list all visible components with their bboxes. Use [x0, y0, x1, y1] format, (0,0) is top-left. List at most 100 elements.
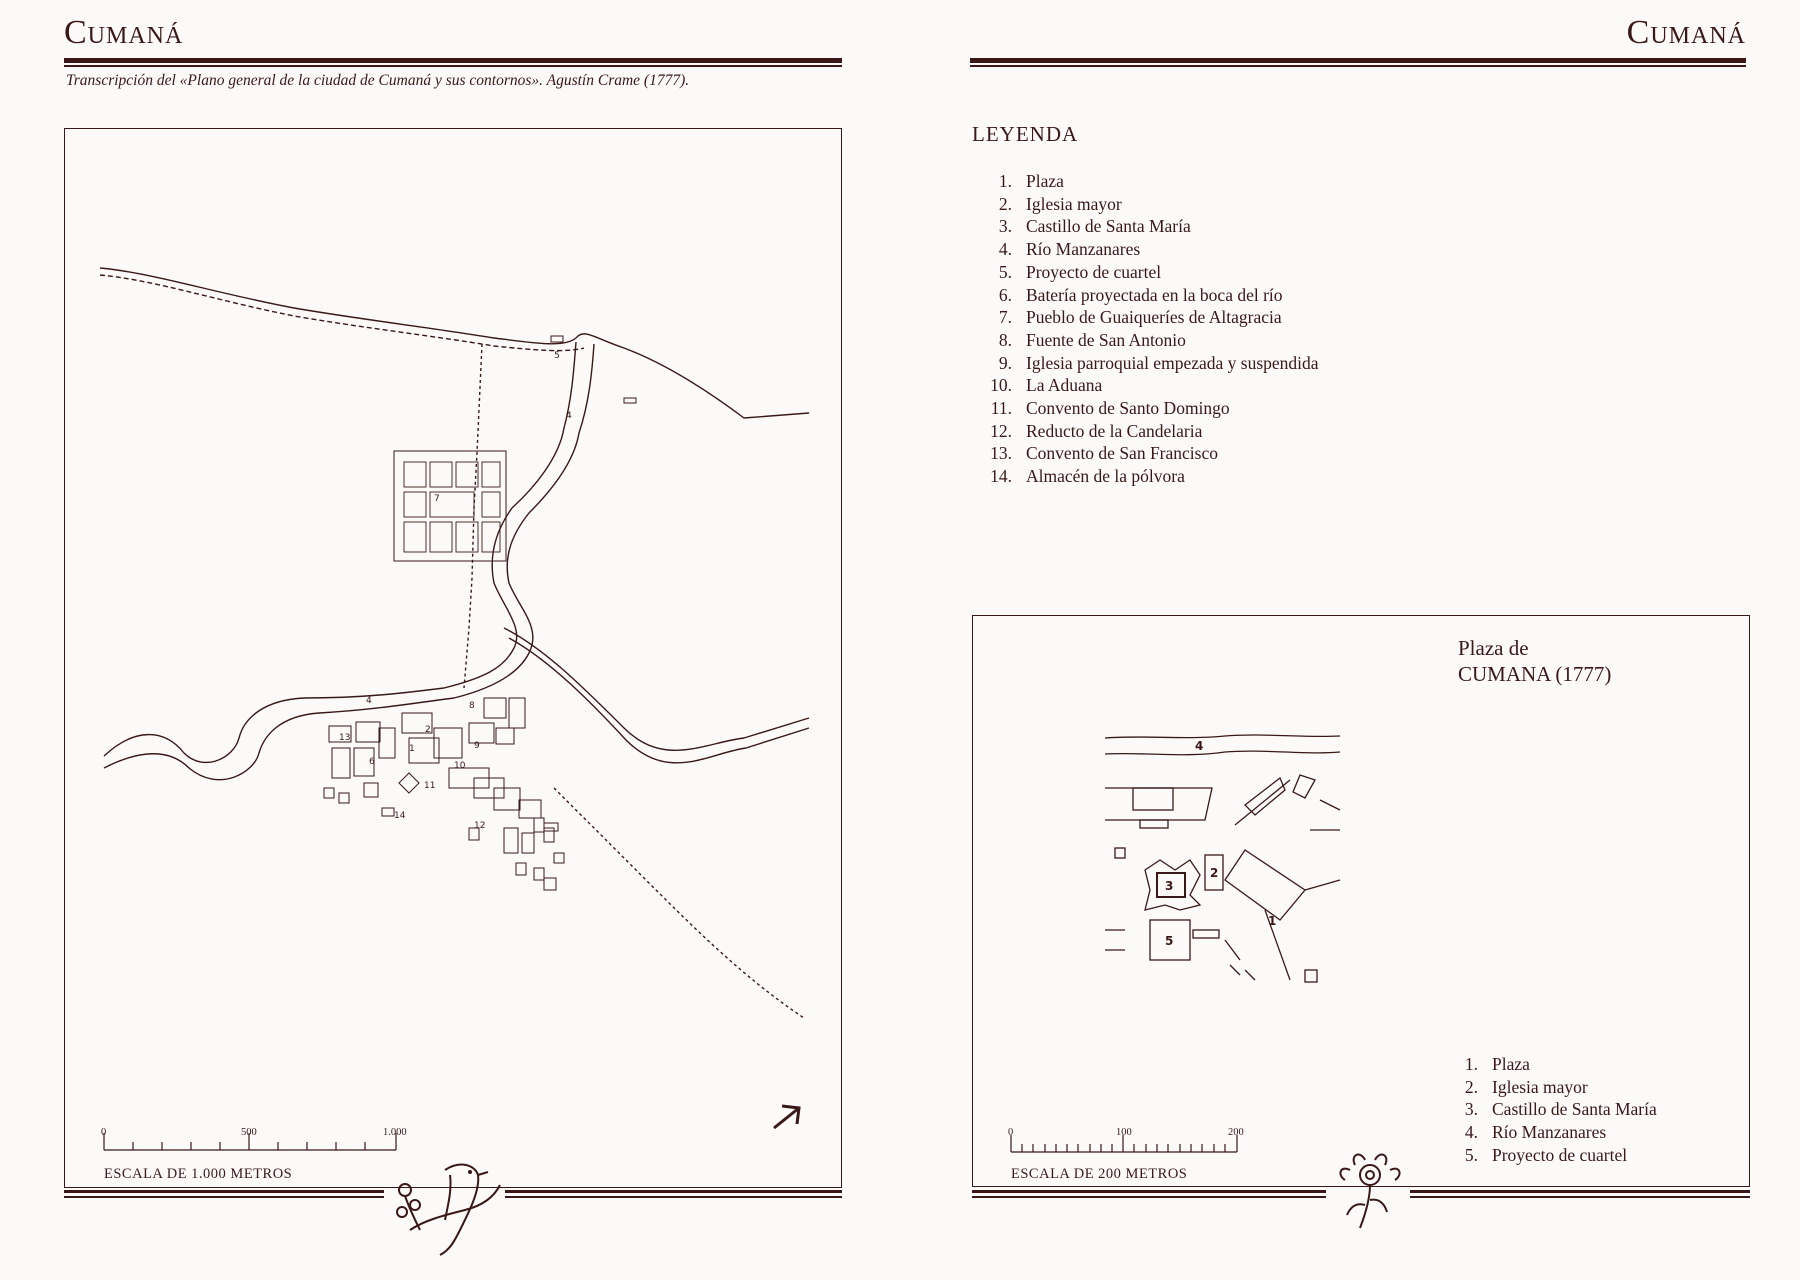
legend-item: 14.Almacén de la pólvora	[970, 465, 1370, 488]
battery-6	[550, 335, 564, 343]
river-manzanares-bank-a	[443, 341, 577, 689]
legend-item-text: Reducto de la Candelaria	[1026, 420, 1203, 441]
inset-legend-number: 1.	[1464, 1054, 1478, 1074]
right-footer-rule-right	[1410, 1190, 1750, 1193]
inset-legend-list: 1.Plaza 2.Iglesia mayor 3.Castillo de Sa…	[1440, 1053, 1700, 1167]
legend-item: 5. Proyecto de cuartel	[970, 261, 1370, 284]
inset-legend-text: Proyecto de cuartel	[1492, 1144, 1628, 1165]
main-scale-tick-1000: 1.000	[383, 1127, 407, 1138]
left-page-header: Cumaná	[64, 14, 184, 51]
legend-item-text: Fuente de San Antonio	[1026, 329, 1186, 350]
inset-legend-item: 5.Proyecto de cuartel	[1440, 1144, 1700, 1167]
left-header-rule	[64, 58, 842, 63]
river-east-bank-a	[503, 627, 810, 751]
legend-item: 12. Reducto de la Candelaria	[970, 420, 1370, 443]
main-map: 5 4 7 4 13 1 2 6 8 10 9 12 11 14	[99, 267, 810, 1151]
flower-vignette-icon	[1339, 1153, 1401, 1229]
inset-legend-text: Plaza	[1492, 1054, 1530, 1074]
legend-item-text: Castillo de Santa María	[1026, 216, 1191, 237]
inset-title-line-2: CUMANA (1777)	[1458, 662, 1612, 686]
main-scale-label: ESCALA DE 1.000 METROS	[104, 1166, 293, 1182]
inset-legend-text: Iglesia mayor	[1492, 1076, 1588, 1097]
legend-item: 11.Convento de Santo Domingo	[970, 397, 1370, 420]
map-label-11: 10	[454, 761, 466, 771]
legend-item-text: Río Manzanares	[1026, 239, 1141, 260]
map-label-12: 12	[474, 821, 485, 831]
legend-item-number: 6.	[998, 284, 1012, 305]
right-footer-rule-left-thin	[972, 1196, 1326, 1198]
left-footer-rule-right	[505, 1190, 842, 1193]
inset-title: Plaza de CUMANA (1777)	[1458, 635, 1611, 687]
legend-item-number: 1.	[998, 171, 1012, 191]
powder-magazine	[381, 807, 395, 817]
altagracia-outline	[393, 450, 507, 562]
legend-item-number: 3.	[998, 216, 1012, 237]
inset-legend-item: 3.Castillo de Santa María	[1440, 1098, 1700, 1121]
legend-item-text: Convento de Santo Domingo	[1026, 398, 1230, 419]
main-scale-bar	[103, 1133, 397, 1151]
inset-title-line-1: Plaza de	[1458, 636, 1529, 660]
inset-label-2: 2	[1210, 866, 1218, 880]
plan-caption: Transcripción del «Plano general de la c…	[66, 72, 690, 89]
legend-item: 9.Iglesia parroquial empezada y suspendi…	[970, 352, 1370, 375]
right-footer-rule-right-thin	[1410, 1196, 1750, 1198]
legend-item: 2.Iglesia mayor	[970, 193, 1370, 216]
legend-item-number: 12.	[990, 420, 1012, 441]
inset-label-1: 1	[1268, 914, 1276, 928]
inset-legend-number: 4.	[1464, 1122, 1478, 1143]
map-label-2: 2	[425, 725, 431, 735]
coastline-dashed	[99, 274, 585, 352]
main-scale-tick-0: 0	[101, 1127, 107, 1138]
map-label-14: 14	[394, 811, 406, 821]
bird-vignette-icon	[396, 1163, 501, 1256]
map-label-5: 6	[369, 757, 375, 767]
legend-item-text: Proyecto de cuartel	[1026, 261, 1162, 282]
right-header-rule-thin	[970, 65, 1746, 67]
right-header-rule	[970, 58, 1746, 63]
legend-item-number: 10.	[990, 375, 1012, 396]
legend-title: LEYENDA	[972, 122, 1079, 146]
map-label-6: 5	[554, 351, 560, 361]
coastline	[99, 267, 810, 419]
main-map-frame	[64, 128, 842, 1188]
legend-item-number: 8.	[998, 329, 1012, 350]
legend-item-text: Iglesia parroquial empezada y suspendida	[1026, 352, 1319, 373]
inset-label-5: 5	[1165, 934, 1173, 948]
inset-legend-item: 1. Plaza	[1440, 1053, 1700, 1076]
legend-item-text: Iglesia mayor	[1026, 193, 1122, 214]
legend-item-text: Convento de San Francisco	[1026, 443, 1218, 464]
map-label-7: 7	[434, 494, 440, 504]
legend-item-number: 5.	[998, 261, 1012, 282]
legend-item: 6.Batería proyectada en la boca del río	[970, 284, 1370, 307]
inset-scale-label: ESCALA DE 200 METROS	[1011, 1166, 1188, 1182]
inset-map: 4 3 2 5 1	[1104, 734, 1341, 983]
legend-item: 4.Río Manzanares	[970, 238, 1370, 261]
left-footer-rule-left-thin	[64, 1196, 384, 1198]
legend-item: 10.La Aduana	[970, 374, 1370, 397]
river-manzanares-bank-b	[453, 343, 595, 699]
map-label-4-west: 4	[366, 696, 372, 706]
candelaria-marker	[543, 877, 557, 891]
map-label-10: 9	[474, 741, 480, 751]
legend-item: 7.Pueblo de Guaiqueríes de Altagracia	[970, 306, 1370, 329]
legend-list: 1. Plaza 2.Iglesia mayor 3. Castillo de Sa…	[970, 170, 1370, 488]
legend-item-number: 13.	[990, 443, 1012, 464]
small-building	[623, 397, 637, 404]
inset-label-3: 3	[1165, 879, 1173, 893]
inset-scale-tick-0: 0	[1008, 1127, 1014, 1138]
map-label-1: 1	[409, 744, 415, 754]
left-header-rule-thin	[64, 65, 842, 67]
legend-item-number: 14.	[990, 466, 1012, 487]
main-scale-tick-500: 500	[241, 1127, 257, 1138]
road-southeast-dashed	[553, 787, 805, 1019]
inset-legend-item: 4. Río Manzanares	[1440, 1121, 1700, 1144]
inset-legend-text: Río Manzanares	[1492, 1122, 1607, 1143]
left-footer-rule-left	[64, 1190, 384, 1193]
river-lower-bank-b	[103, 697, 455, 781]
inset-legend-text: Castillo de Santa María	[1492, 1099, 1657, 1120]
river-lower-bank-a	[103, 687, 445, 764]
north-arrow-icon	[773, 1104, 801, 1130]
legend-item-text: Plaza	[1026, 171, 1064, 191]
river-east-bank-b	[508, 637, 810, 764]
inset-scale-bar	[1010, 1135, 1238, 1153]
